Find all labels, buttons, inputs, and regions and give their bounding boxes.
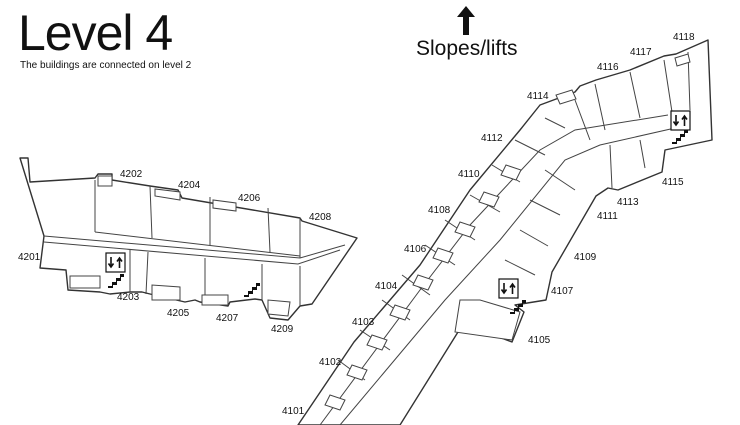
room-label-4204: 4204 — [178, 180, 201, 191]
room-label-4113: 4113 — [617, 197, 639, 208]
room-label-4105: 4105 — [528, 335, 551, 346]
room-label-4101: 4101 — [282, 406, 305, 417]
room-label-4107: 4107 — [551, 286, 574, 297]
room-label-4201: 4201 — [18, 252, 41, 263]
level-subtitle: The buildings are connected on level 2 — [20, 60, 192, 71]
room-label-4108: 4108 — [428, 205, 451, 216]
room-label-4203: 4203 — [117, 292, 140, 303]
room-label-4118: 4118 — [673, 32, 695, 43]
room-label-4111: 4111 — [597, 211, 618, 222]
level-title: Level 4 — [18, 5, 173, 61]
room-label-4112: 4112 — [481, 133, 503, 144]
room-label-4206: 4206 — [238, 193, 261, 204]
room-label-4209: 4209 — [271, 324, 294, 335]
slopes-lifts-label: Slopes/lifts — [416, 37, 518, 60]
east-building — [297, 39, 713, 425]
room-label-4117: 4117 — [630, 47, 652, 58]
room-label-4207: 4207 — [216, 313, 239, 324]
up-arrow-icon — [457, 6, 475, 35]
room-label-4115: 4115 — [662, 177, 684, 188]
room-label-4116: 4116 — [597, 62, 619, 73]
room-label-4102: 4102 — [319, 357, 342, 368]
room-label-4109: 4109 — [574, 252, 597, 263]
room-label-4110: 4110 — [458, 169, 480, 180]
room-labels: 4201 4202 4203 4204 4205 4206 4207 4208 … — [18, 32, 695, 417]
room-label-4205: 4205 — [167, 308, 190, 319]
room-label-4106: 4106 — [404, 244, 427, 255]
room-label-4114: 4114 — [527, 91, 549, 102]
west-building — [19, 157, 358, 321]
room-label-4103: 4103 — [352, 317, 375, 328]
room-label-4208: 4208 — [309, 212, 332, 223]
room-label-4202: 4202 — [120, 169, 143, 180]
room-label-4104: 4104 — [375, 281, 398, 292]
